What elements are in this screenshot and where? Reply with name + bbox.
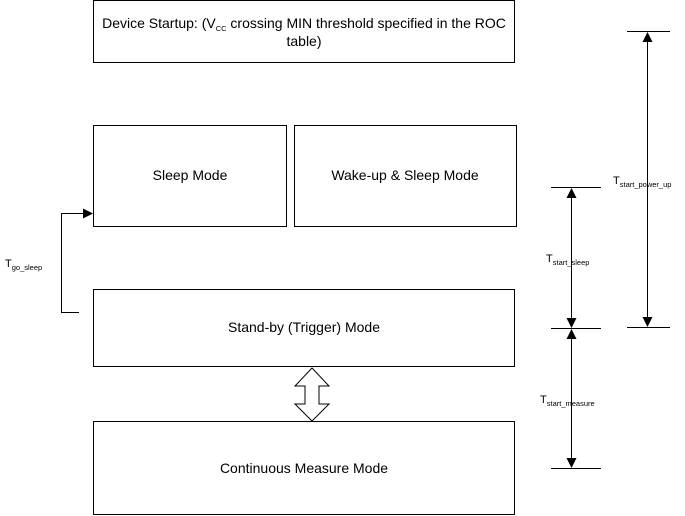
sleep-mode-label: Sleep Mode <box>153 167 228 183</box>
device-startup-line1: Device Startup: (VCC crossing MIN thresh… <box>102 15 506 33</box>
t-start-power-up-dimension <box>627 31 670 328</box>
standby-mode-label: Stand-by (Trigger) Mode <box>228 319 380 335</box>
t-start-sleep-label: Tstart_sleep <box>546 253 589 267</box>
device-startup-block: Device Startup: (VCC crossing MIN thresh… <box>93 0 515 63</box>
bidirectional-arrow <box>293 367 331 422</box>
standby-mode-block: Stand-by (Trigger) Mode <box>93 289 515 367</box>
sleep-mode-block: Sleep Mode <box>93 125 287 227</box>
t-start-measure-label: Tstart_measure <box>540 394 595 408</box>
t-start-measure-dimension <box>551 329 601 469</box>
continuous-measure-mode-label: Continuous Measure Mode <box>220 460 388 476</box>
continuous-measure-mode-block: Continuous Measure Mode <box>93 421 515 515</box>
wake-up-sleep-mode-label: Wake-up & Sleep Mode <box>331 167 479 183</box>
device-startup-line2: table) <box>286 33 321 49</box>
t-start-sleep-dimension <box>551 187 601 328</box>
t-go-sleep-label: Tgo_sleep <box>5 258 42 272</box>
t-start-power-up-label: Tstart_power_up <box>613 175 671 189</box>
wake-up-sleep-mode-block: Wake-up & Sleep Mode <box>294 125 517 227</box>
go-sleep-connector <box>61 208 93 313</box>
